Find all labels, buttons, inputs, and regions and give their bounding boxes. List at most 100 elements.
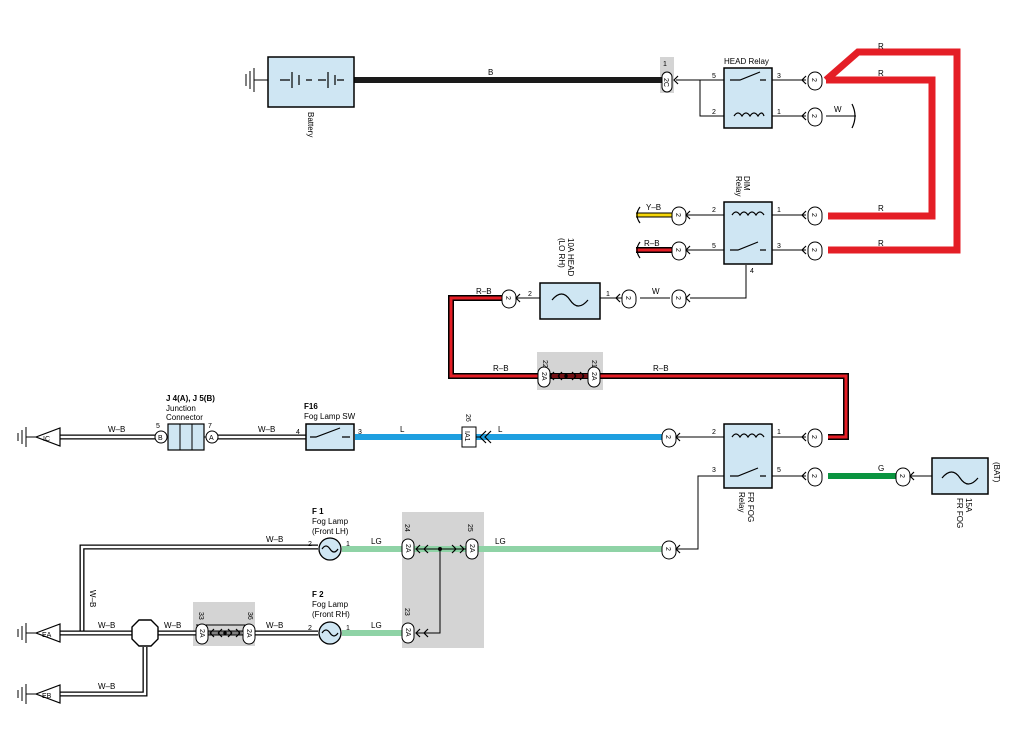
wires-wb bbox=[60, 434, 318, 697]
fog-lamp-rh: F 2 Fog Lamp (Front RH) 2 1 bbox=[308, 590, 350, 645]
svg-text:Fog Lamp: Fog Lamp bbox=[312, 517, 349, 526]
wire-label-lg1: LG bbox=[371, 537, 382, 546]
svg-text:J 4(A), J 5(B): J 4(A), J 5(B) bbox=[166, 394, 215, 403]
wire-label-b: B bbox=[488, 68, 493, 77]
wire-label-rb1: R–B bbox=[476, 287, 492, 296]
svg-text:5: 5 bbox=[712, 243, 716, 250]
svg-text:FR FOG: FR FOG bbox=[955, 498, 964, 528]
svg-text:2: 2 bbox=[528, 291, 532, 298]
dim-relay-label-2: Relay bbox=[734, 176, 743, 196]
wire-label-wb6: W–B bbox=[164, 621, 181, 630]
ground-ic: IC bbox=[17, 427, 61, 447]
svg-text:2: 2 bbox=[712, 207, 716, 214]
svg-text:1: 1 bbox=[606, 291, 610, 298]
wire-label-yb: Y–B bbox=[646, 203, 661, 212]
ground-ea: EA bbox=[17, 623, 61, 643]
svg-text:2: 2 bbox=[664, 435, 671, 439]
svg-text:2: 2 bbox=[712, 429, 716, 436]
svg-text:3: 3 bbox=[712, 467, 716, 474]
svg-text:2: 2 bbox=[624, 296, 631, 300]
wire-label-r4: R bbox=[878, 239, 884, 248]
svg-text:4: 4 bbox=[750, 268, 754, 275]
wire-label-l1: L bbox=[400, 425, 405, 434]
connectors-fog-relay: 2 2 2 2 2 bbox=[661, 428, 915, 560]
wire-r-outer bbox=[823, 48, 961, 254]
connectors-2a-upper: 22 2A 21 2A bbox=[537, 360, 601, 388]
svg-text:1: 1 bbox=[663, 61, 667, 68]
svg-text:5: 5 bbox=[156, 423, 160, 430]
svg-text:2A: 2A bbox=[245, 629, 252, 638]
svg-text:EA: EA bbox=[42, 632, 52, 639]
wire-label-g: G bbox=[878, 464, 884, 473]
wire-label-lg2: LG bbox=[495, 537, 506, 546]
svg-text:2C: 2C bbox=[662, 78, 669, 87]
wire-label-wb1: W–B bbox=[108, 425, 125, 434]
fr-fog-relay: 2 3 1 5 FR FOG Relay bbox=[712, 423, 781, 522]
wire-label-r2: R bbox=[878, 69, 884, 78]
wire-label-r3: R bbox=[878, 204, 884, 213]
battery: Battery bbox=[245, 56, 355, 137]
zone-2a-lower bbox=[402, 512, 484, 648]
svg-text:(Front RH): (Front RH) bbox=[312, 610, 350, 619]
svg-text:3: 3 bbox=[777, 243, 781, 250]
svg-text:Fog Lamp: Fog Lamp bbox=[312, 600, 349, 609]
svg-text:2A: 2A bbox=[540, 372, 547, 381]
wire-label-rb3: R–B bbox=[653, 364, 669, 373]
wire-label-lg3: LG bbox=[371, 621, 382, 630]
svg-text:5: 5 bbox=[712, 73, 716, 80]
svg-text:15A: 15A bbox=[964, 498, 973, 513]
connectors-fuse-head: 2 2 2 W bbox=[501, 287, 691, 309]
svg-text:22: 22 bbox=[541, 360, 548, 368]
svg-text:Junction: Junction bbox=[166, 404, 196, 413]
svg-text:2: 2 bbox=[664, 547, 671, 551]
svg-text:21: 21 bbox=[590, 360, 597, 368]
dim-relay-label-1: DIM bbox=[742, 176, 751, 191]
wire-label-rb4: R–B bbox=[644, 239, 660, 248]
fuse-fog: (BAT) 15A FR FOG bbox=[931, 457, 1001, 528]
fog-sw-id: F16 bbox=[304, 402, 318, 411]
svg-text:1: 1 bbox=[777, 207, 781, 214]
svg-text:2: 2 bbox=[810, 213, 817, 217]
svg-text:2: 2 bbox=[308, 541, 312, 548]
connectors-2a-lower: 24 2A 25 2A 23 2A bbox=[401, 524, 479, 644]
svg-text:10A HEAD: 10A HEAD bbox=[566, 238, 575, 276]
wire-label-r1: R bbox=[878, 42, 884, 51]
wire-label-wb8: W–B bbox=[98, 682, 115, 691]
fog-lamp-lh: F 1 Fog Lamp (Front LH) 2 1 bbox=[308, 507, 350, 561]
svg-text:2: 2 bbox=[674, 296, 681, 300]
svg-text:1: 1 bbox=[777, 109, 781, 116]
svg-text:2: 2 bbox=[810, 114, 817, 118]
wire-label-wb7: W–B bbox=[266, 621, 283, 630]
svg-text:2A: 2A bbox=[404, 544, 411, 553]
svg-text:3: 3 bbox=[358, 429, 362, 436]
wire-rb-loop-b bbox=[448, 295, 849, 440]
svg-text:(BAT): (BAT) bbox=[992, 462, 1001, 483]
svg-text:24: 24 bbox=[403, 524, 410, 532]
svg-text:A: A bbox=[209, 435, 214, 442]
svg-text:2A: 2A bbox=[590, 372, 597, 381]
fog-lamp-sw: F16 Fog Lamp SW 4 3 bbox=[296, 402, 362, 451]
svg-text:3: 3 bbox=[777, 73, 781, 80]
wire-rb-loop bbox=[449, 296, 848, 439]
junction-connector: J 4(A), J 5(B) Junction Connector B 5 A … bbox=[154, 394, 219, 451]
svg-text:F 2: F 2 bbox=[312, 590, 324, 599]
svg-text:(Front LH): (Front LH) bbox=[312, 527, 349, 536]
wire-label-wb5: W–B bbox=[98, 621, 115, 630]
wire-label-rb2: R–B bbox=[493, 364, 509, 373]
svg-text:2: 2 bbox=[810, 474, 817, 478]
svg-text:26: 26 bbox=[464, 414, 471, 422]
fr-fog-relay-label-2: Relay bbox=[737, 492, 746, 512]
battery-label: Battery bbox=[306, 112, 315, 137]
wire-label-l2: L bbox=[498, 425, 503, 434]
wire-r-inner bbox=[826, 76, 936, 220]
fog-sw-name: Fog Lamp SW bbox=[304, 412, 356, 421]
svg-text:2: 2 bbox=[810, 248, 817, 252]
connectors-2a-left: 33 2A 36 2A bbox=[195, 612, 256, 645]
svg-text:EB: EB bbox=[42, 693, 52, 700]
svg-text:Connector: Connector bbox=[166, 413, 203, 422]
svg-text:(LO RH): (LO RH) bbox=[557, 238, 566, 268]
head-relay: HEAD Relay 5 2 3 1 bbox=[712, 57, 781, 129]
svg-text:23: 23 bbox=[403, 608, 410, 616]
svg-text:33: 33 bbox=[197, 612, 204, 620]
